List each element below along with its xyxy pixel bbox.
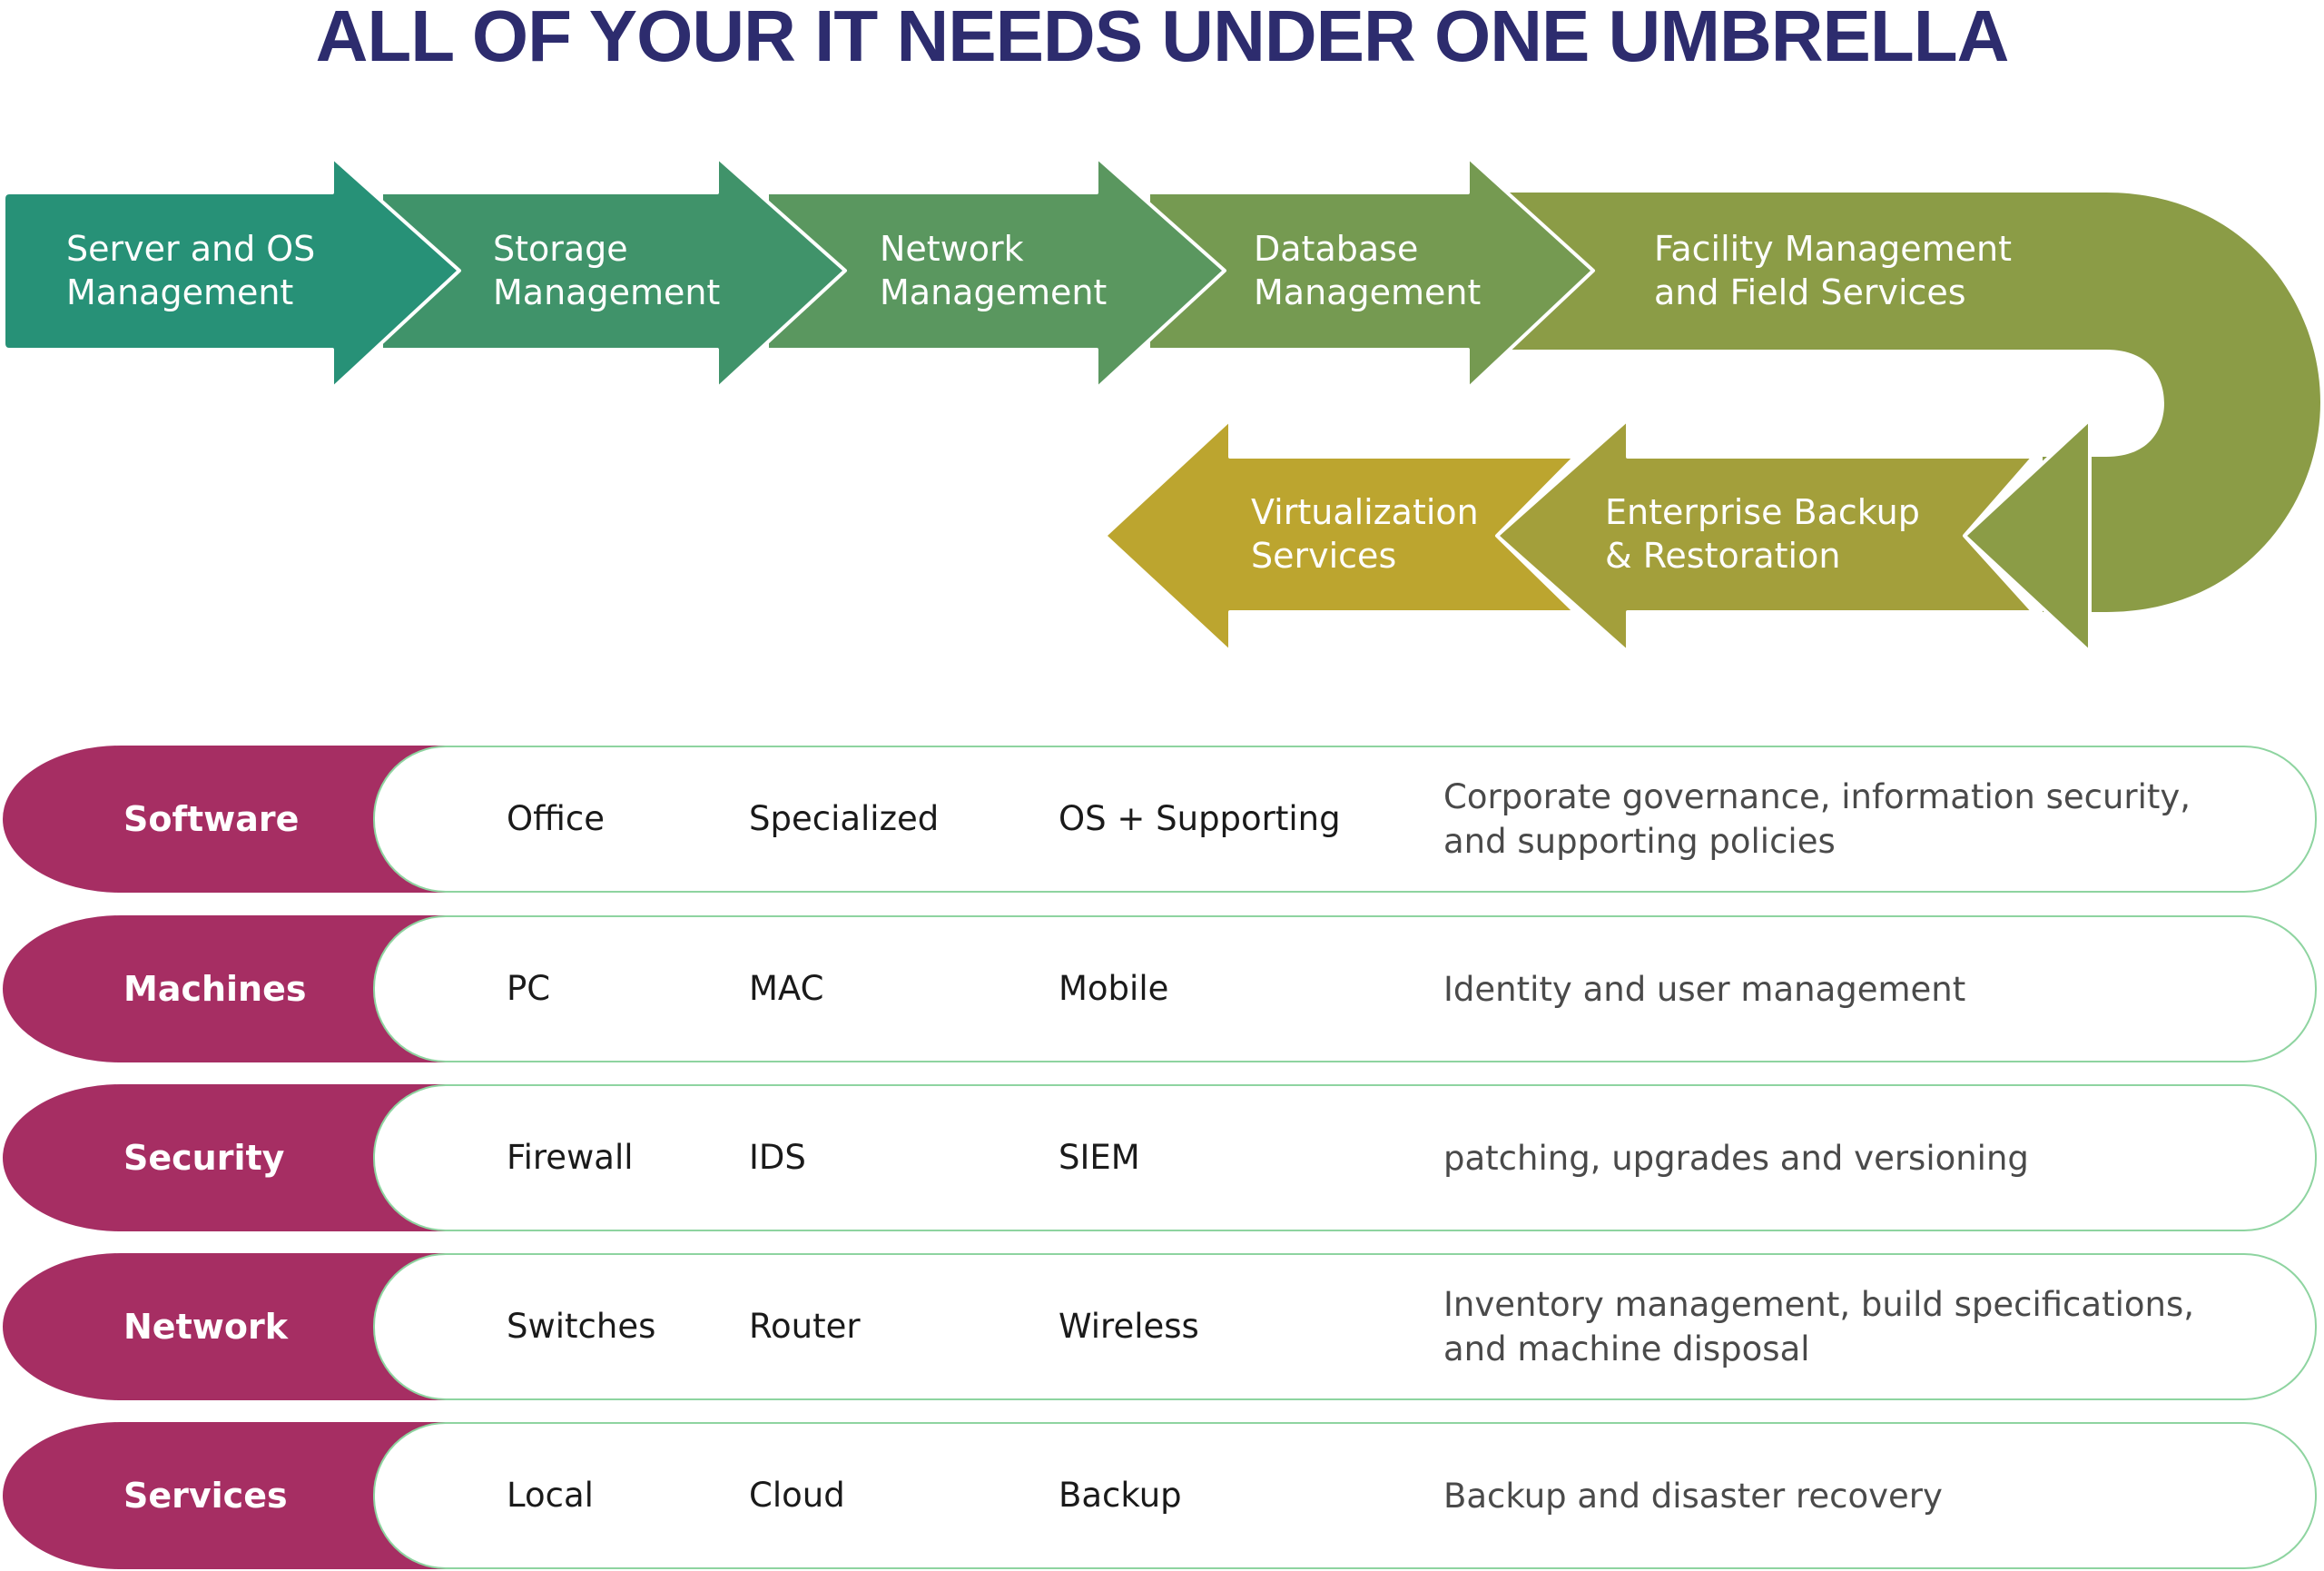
row-description-text: Corporate governance, information securi… xyxy=(1443,775,2191,864)
flow-step-line1: Virtualization xyxy=(1251,492,1479,532)
flow-step-enterprise-backup-arrow xyxy=(1495,418,2035,654)
row-content-pill xyxy=(373,915,2317,1062)
table-row: Software Office Specialized OS + Supporting… xyxy=(3,746,2317,893)
row-item: Cloud xyxy=(749,1476,845,1515)
row-item: Switches xyxy=(507,1307,656,1346)
flow-step-line2: Management xyxy=(66,272,294,312)
row-content-pill xyxy=(373,746,2317,893)
flow-step-label: Facility Management and Field Services xyxy=(1654,227,2012,314)
description-line: and supporting policies xyxy=(1443,822,1836,861)
description-line: Corporate governance, information securi… xyxy=(1443,777,2191,816)
flow-step-line2: Management xyxy=(1254,272,1482,312)
flow-step-label: Network Management xyxy=(880,227,1107,314)
row-content-pill xyxy=(373,1253,2317,1400)
row-description: Backup and disaster recovery xyxy=(1443,1422,2260,1569)
row-description-text: Backup and disaster recovery xyxy=(1443,1474,1943,1518)
flow-step-line2: Management xyxy=(493,272,721,312)
row-item: Office xyxy=(507,799,606,838)
flow-step-uturn-arrowhead xyxy=(1963,418,2092,654)
row-item: Wireless xyxy=(1059,1307,1199,1346)
flow-step-server-arrow xyxy=(2,155,461,390)
flow-step-line1: Server and OS xyxy=(66,229,316,269)
row-description: Inventory management, build specificatio… xyxy=(1443,1253,2260,1400)
flow-step-label: Enterprise Backup & Restoration xyxy=(1605,490,1920,578)
description-line: and machine disposal xyxy=(1443,1329,1810,1368)
category-label: Machines xyxy=(123,969,307,1009)
row-item: Firewall xyxy=(507,1138,634,1177)
row-description-text: Inventory management, build specificatio… xyxy=(1443,1282,2194,1371)
row-item: IDS xyxy=(749,1138,806,1177)
flow-step-line1: Enterprise Backup xyxy=(1605,492,1920,532)
flow-step-network-arrow xyxy=(765,155,1226,390)
flow-step-storage-arrow xyxy=(379,155,847,390)
process-flow-diagram xyxy=(2,155,2320,654)
flow-step-database-arrow xyxy=(1147,155,1595,390)
description-line: Inventory management, build specificatio… xyxy=(1443,1285,2194,1324)
flow-step-facility-body xyxy=(1507,193,2320,612)
row-item: Local xyxy=(507,1476,594,1515)
row-description: Identity and user management xyxy=(1443,915,2260,1062)
row-description-text: Identity and user management xyxy=(1443,967,1965,1012)
row-item: SIEM xyxy=(1059,1138,1140,1177)
category-label: Network xyxy=(123,1307,288,1347)
flow-step-line2: and Field Services xyxy=(1654,272,1966,312)
flow-step-line1: Network xyxy=(880,229,1024,269)
flow-step-line2: Management xyxy=(880,272,1108,312)
row-item: OS + Supporting xyxy=(1059,799,1341,838)
row-item: PC xyxy=(507,969,551,1008)
flow-step-line1: Facility Management xyxy=(1654,229,2013,269)
category-label: Services xyxy=(123,1476,288,1516)
row-content-pill xyxy=(373,1422,2317,1569)
table-row: Machines PC MAC Mobile Identity and user man… xyxy=(3,915,2317,1062)
row-item: MAC xyxy=(749,969,824,1008)
row-item: Router xyxy=(749,1307,861,1346)
flow-step-label: Server and OS Management xyxy=(66,227,315,314)
description-line: Identity and user management xyxy=(1443,969,1966,1009)
flow-step-label: Database Management xyxy=(1254,227,1481,314)
row-description: patching, upgrades and versioning xyxy=(1443,1084,2260,1231)
row-item: Backup xyxy=(1059,1476,1182,1515)
row-item: Specialized xyxy=(749,799,940,838)
table-row: Services Local Cloud Backup Backup and disas… xyxy=(3,1422,2317,1569)
flow-step-label: Storage Management xyxy=(493,227,720,314)
flow-step-line2: & Restoration xyxy=(1605,536,1841,576)
page-title: ALL OF YOUR IT NEEDS UNDER ONE UMBRELLA xyxy=(315,0,2010,76)
flow-step-line1: Storage xyxy=(493,229,628,269)
flow-step-line2: Services xyxy=(1251,536,1397,576)
row-content-pill xyxy=(373,1084,2317,1231)
table-row: Network Switches Router Wireless Inventory m… xyxy=(3,1253,2317,1400)
flow-step-label: Virtualization Services xyxy=(1251,490,1479,578)
description-line: Backup and disaster recovery xyxy=(1443,1476,1943,1516)
description-line: patching, upgrades and versioning xyxy=(1443,1138,2029,1178)
flow-step-virtualization-arrow xyxy=(1103,418,1577,654)
flow-step-line1: Database xyxy=(1254,229,1419,269)
row-description-text: patching, upgrades and versioning xyxy=(1443,1136,2029,1181)
category-label: Software xyxy=(123,799,300,839)
row-item: Mobile xyxy=(1059,969,1169,1008)
category-label: Security xyxy=(123,1138,285,1178)
row-description: Corporate governance, information securi… xyxy=(1443,746,2260,893)
table-row: Security Firewall IDS SIEM patching, upgrade… xyxy=(3,1084,2317,1231)
